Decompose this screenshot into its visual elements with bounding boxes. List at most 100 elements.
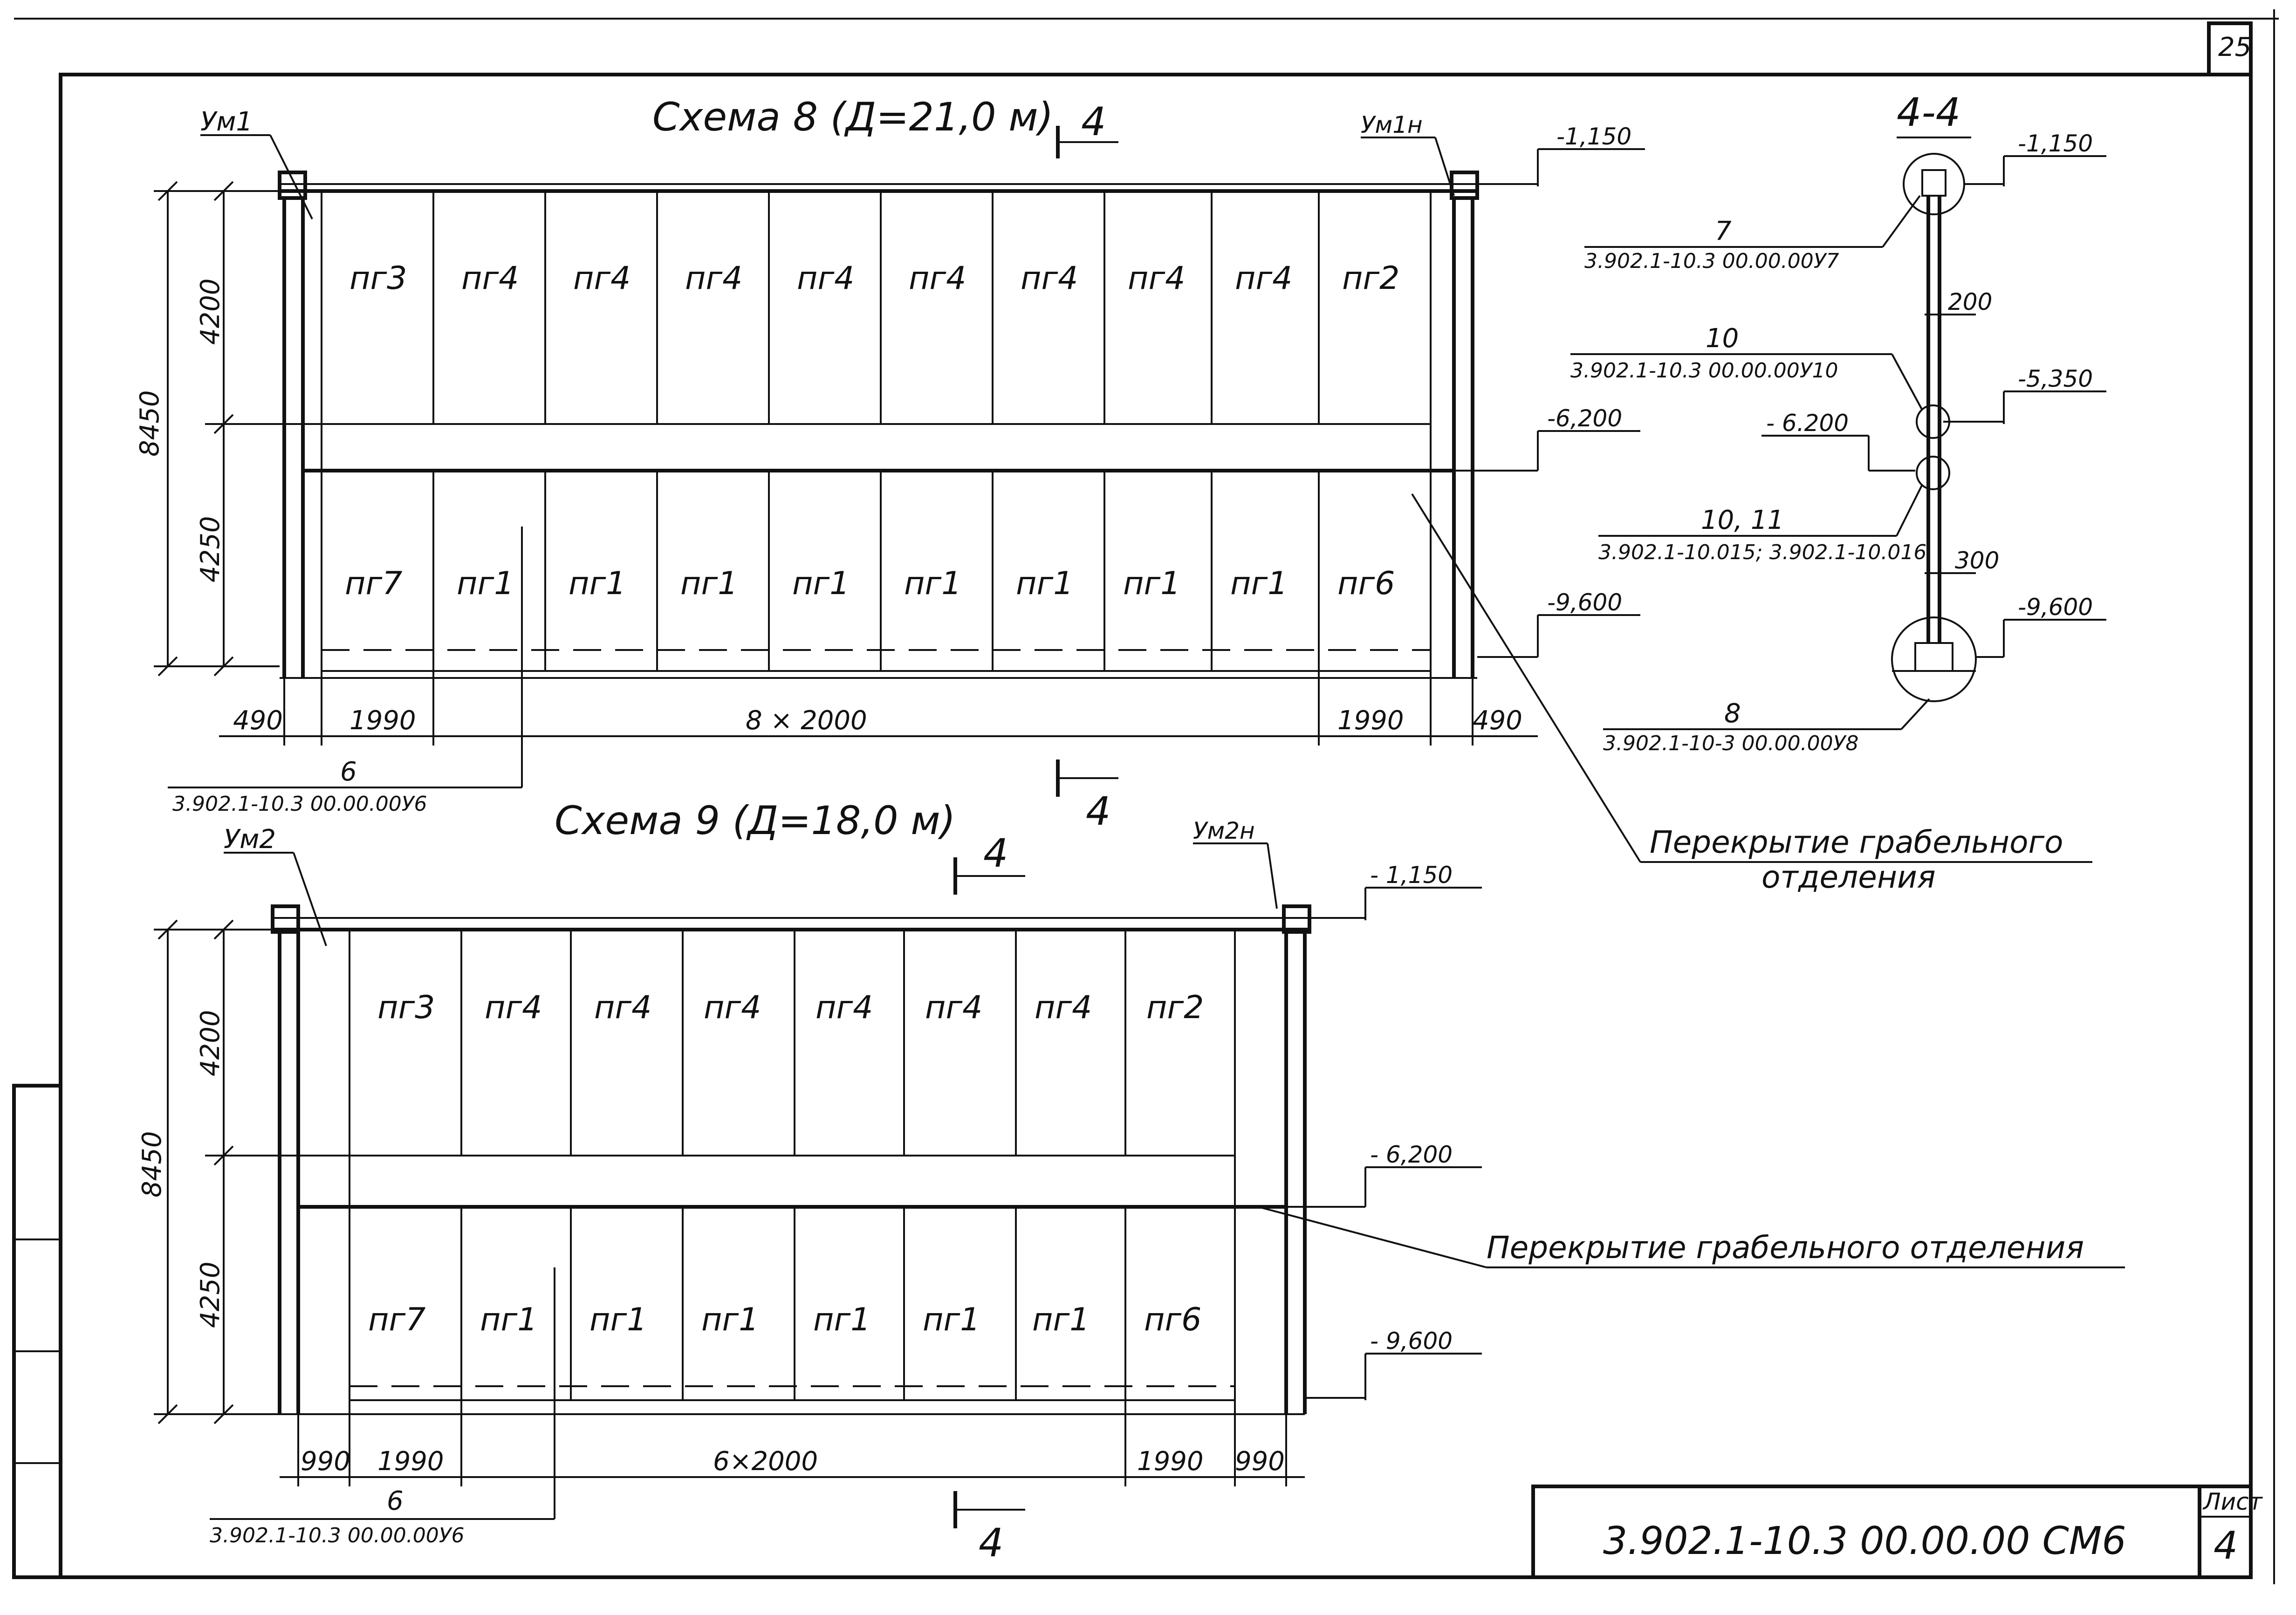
scheme9-ref-number: 6 <box>387 1486 404 1516</box>
section44-level: - 6.200 <box>1766 410 1849 437</box>
scheme8-section-mark-bottom: 4 <box>1086 788 1110 834</box>
scheme8-dim-bottom: 8 × 2000 <box>746 705 867 736</box>
section44-ref-number: 7 <box>1715 216 1732 246</box>
scheme9-dim-lower: 4250 <box>195 1261 226 1328</box>
scheme8-panel-top: пг2 <box>1342 260 1399 297</box>
section-4-4: 4-4 -1,150 -5,350 - 6.200 -9,600 200 300 <box>1570 89 2106 755</box>
scheme9-panel-bottom: пг1 <box>923 1301 980 1338</box>
scheme9-panel-top: пг4 <box>925 989 982 1026</box>
scheme8-column-right-label: Ум1н <box>1361 111 1423 138</box>
scheme9-panel-top: пг4 <box>485 989 542 1026</box>
scheme9-dim-bottom: 1990 <box>377 1446 444 1477</box>
scheme8-panel-bottom: пг1 <box>1123 565 1180 602</box>
scheme8-dim-bottom: 490 <box>1473 705 1522 736</box>
section44-ref-number: 8 <box>1724 698 1741 729</box>
scheme9-panel-top: пг4 <box>704 989 761 1026</box>
scheme9-panel-bottom: пг1 <box>813 1301 870 1338</box>
scheme8-panel-bottom: пг1 <box>569 565 626 602</box>
title-block <box>1531 1485 2253 1579</box>
scheme8-panel-bottom: пг7 <box>345 565 402 602</box>
scheme9-column-right-label: Ум2н <box>1193 817 1255 844</box>
scheme9-column-left-label: Ум2 <box>224 824 276 855</box>
scheme8-dim-upper: 4200 <box>195 278 226 345</box>
scheme9-dim-upper: 4200 <box>195 1010 226 1076</box>
scheme9-panel-bottom: пг7 <box>368 1301 425 1338</box>
scheme9-panel-bottom: пг6 <box>1144 1301 1201 1338</box>
scheme8-note: Перекрытие грабельного <box>1650 824 2063 860</box>
scheme9-note: Перекрытие грабельного отделения <box>1487 1230 2084 1266</box>
scheme9-dim-bottom: 990 <box>1235 1446 1285 1477</box>
scheme9-level: - 1,150 <box>1370 862 1453 889</box>
sheet-number: 25 <box>2218 32 2251 62</box>
scheme9-panel-top: пг4 <box>594 989 651 1026</box>
scheme9-level: - 9,600 <box>1370 1328 1453 1355</box>
scheme8-section-mark-top: 4 <box>1081 99 1106 144</box>
section44-ref-number: 10 <box>1706 323 1739 354</box>
scheme9-dim-bottom: 1990 <box>1137 1446 1204 1477</box>
scheme8-panel-top: пг4 <box>685 260 742 297</box>
scheme8-note-2: отделения <box>1761 859 1936 895</box>
scheme8-dim-total: 8450 <box>135 390 165 457</box>
scheme8-column-left-label: Ум1 <box>200 107 253 137</box>
scheme9-panel-top: пг2 <box>1146 989 1204 1026</box>
scheme8-panel-bottom: пг1 <box>457 565 514 602</box>
scheme9-panel-top: пг3 <box>377 989 435 1026</box>
scheme8-title: Схема 8 (Д=21,0 м) <box>652 94 1053 140</box>
scheme8-panel-bottom: пг1 <box>1230 565 1288 602</box>
scheme9-dim-bottom: 6×2000 <box>713 1446 818 1477</box>
scheme9-panel-top: пг4 <box>1035 989 1092 1026</box>
scheme8-dim-bottom: 1990 <box>1337 705 1404 736</box>
scheme9-section-mark-top: 4 <box>983 830 1008 876</box>
section44-dim: 200 <box>1948 288 1992 315</box>
scheme8: Схема 8 (Д=21,0 м) Ум1 Ум1н 4 <box>135 94 2092 895</box>
scheme8-panel-top: пг4 <box>1128 260 1185 297</box>
scheme8-panel-top: пг4 <box>797 260 854 297</box>
scheme8-panel-bottom: пг1 <box>1016 565 1073 602</box>
section44-title: 4-4 <box>1897 89 1960 135</box>
scheme9-dim-total: 8450 <box>137 1131 167 1198</box>
scheme9-panel-bottom: пг1 <box>1032 1301 1090 1338</box>
section44-ref-code: 3.902.1-10.3 00.00.00У7 <box>1584 249 1839 273</box>
sheet-value: 4 <box>2214 1524 2238 1568</box>
scheme8-panel-top: пг3 <box>350 260 407 297</box>
scheme8-dim-bottom: 490 <box>233 705 283 736</box>
sheet-frame <box>12 9 2279 1584</box>
section44-ref-number: 10, 11 <box>1701 505 1784 535</box>
scheme8-panel-top: пг4 <box>1235 260 1292 297</box>
scheme9-section-mark-bottom: 4 <box>979 1520 1003 1566</box>
scheme8-panel-top: пг4 <box>909 260 966 297</box>
scheme8-ref-code: 3.902.1-10.3 00.00.00У6 <box>172 792 427 816</box>
scheme8-panel-bottom: пг1 <box>792 565 850 602</box>
scheme9-panel-bottom: пг1 <box>701 1301 759 1338</box>
scheme9-title: Схема 9 (Д=18,0 м) <box>555 798 955 843</box>
drawing-code: 3.902.1-10.3 00.00.00 СМ6 <box>1603 1519 2126 1563</box>
scheme8-level: -1,150 <box>1556 123 1631 150</box>
scheme9-ref-code: 3.902.1-10.3 00.00.00У6 <box>210 1524 465 1547</box>
scheme8-panel-top: пг4 <box>1021 260 1078 297</box>
section44-ref-code: 3.902.1-10-3 00.00.00У8 <box>1603 732 1858 755</box>
scheme8-panel-top: пг4 <box>573 260 631 297</box>
section44-dim: 300 <box>1955 547 1999 574</box>
scheme8-ref-number: 6 <box>340 757 357 787</box>
scheme8-level: -9,600 <box>1547 589 1622 616</box>
scheme9-level: - 6,200 <box>1370 1141 1453 1168</box>
scheme8-panel-top: пг4 <box>461 260 519 297</box>
scheme9-panel-bottom: пг1 <box>589 1301 647 1338</box>
scheme9-panel-bottom: пг1 <box>480 1301 537 1338</box>
section44-level: -5,350 <box>2018 365 2093 392</box>
section44-level: -1,150 <box>2018 130 2093 157</box>
sheet-label: Лист <box>2202 1488 2263 1515</box>
scheme9-dim-bottom: 990 <box>301 1446 350 1477</box>
scheme8-panel-bottom: пг6 <box>1337 565 1395 602</box>
scheme8-dim-lower: 4250 <box>195 516 226 582</box>
scheme8-level: -6,200 <box>1547 405 1622 432</box>
section44-ref-code: 3.902.1-10.015; 3.902.1-10.016 <box>1598 541 1926 564</box>
scheme8-panel-bottom: пг1 <box>680 565 738 602</box>
section44-ref-code: 3.902.1-10.3 00.00.00У10 <box>1570 359 1838 383</box>
scheme8-panel-bottom: пг1 <box>904 565 961 602</box>
scheme8-dim-bottom: 1990 <box>350 705 416 736</box>
scheme9-panel-top: пг4 <box>816 989 873 1026</box>
scheme9: Схема 9 (Д=18,0 м) Ум2 Ум2н 4 <box>137 798 2125 1566</box>
section44-level: -9,600 <box>2018 594 2093 621</box>
